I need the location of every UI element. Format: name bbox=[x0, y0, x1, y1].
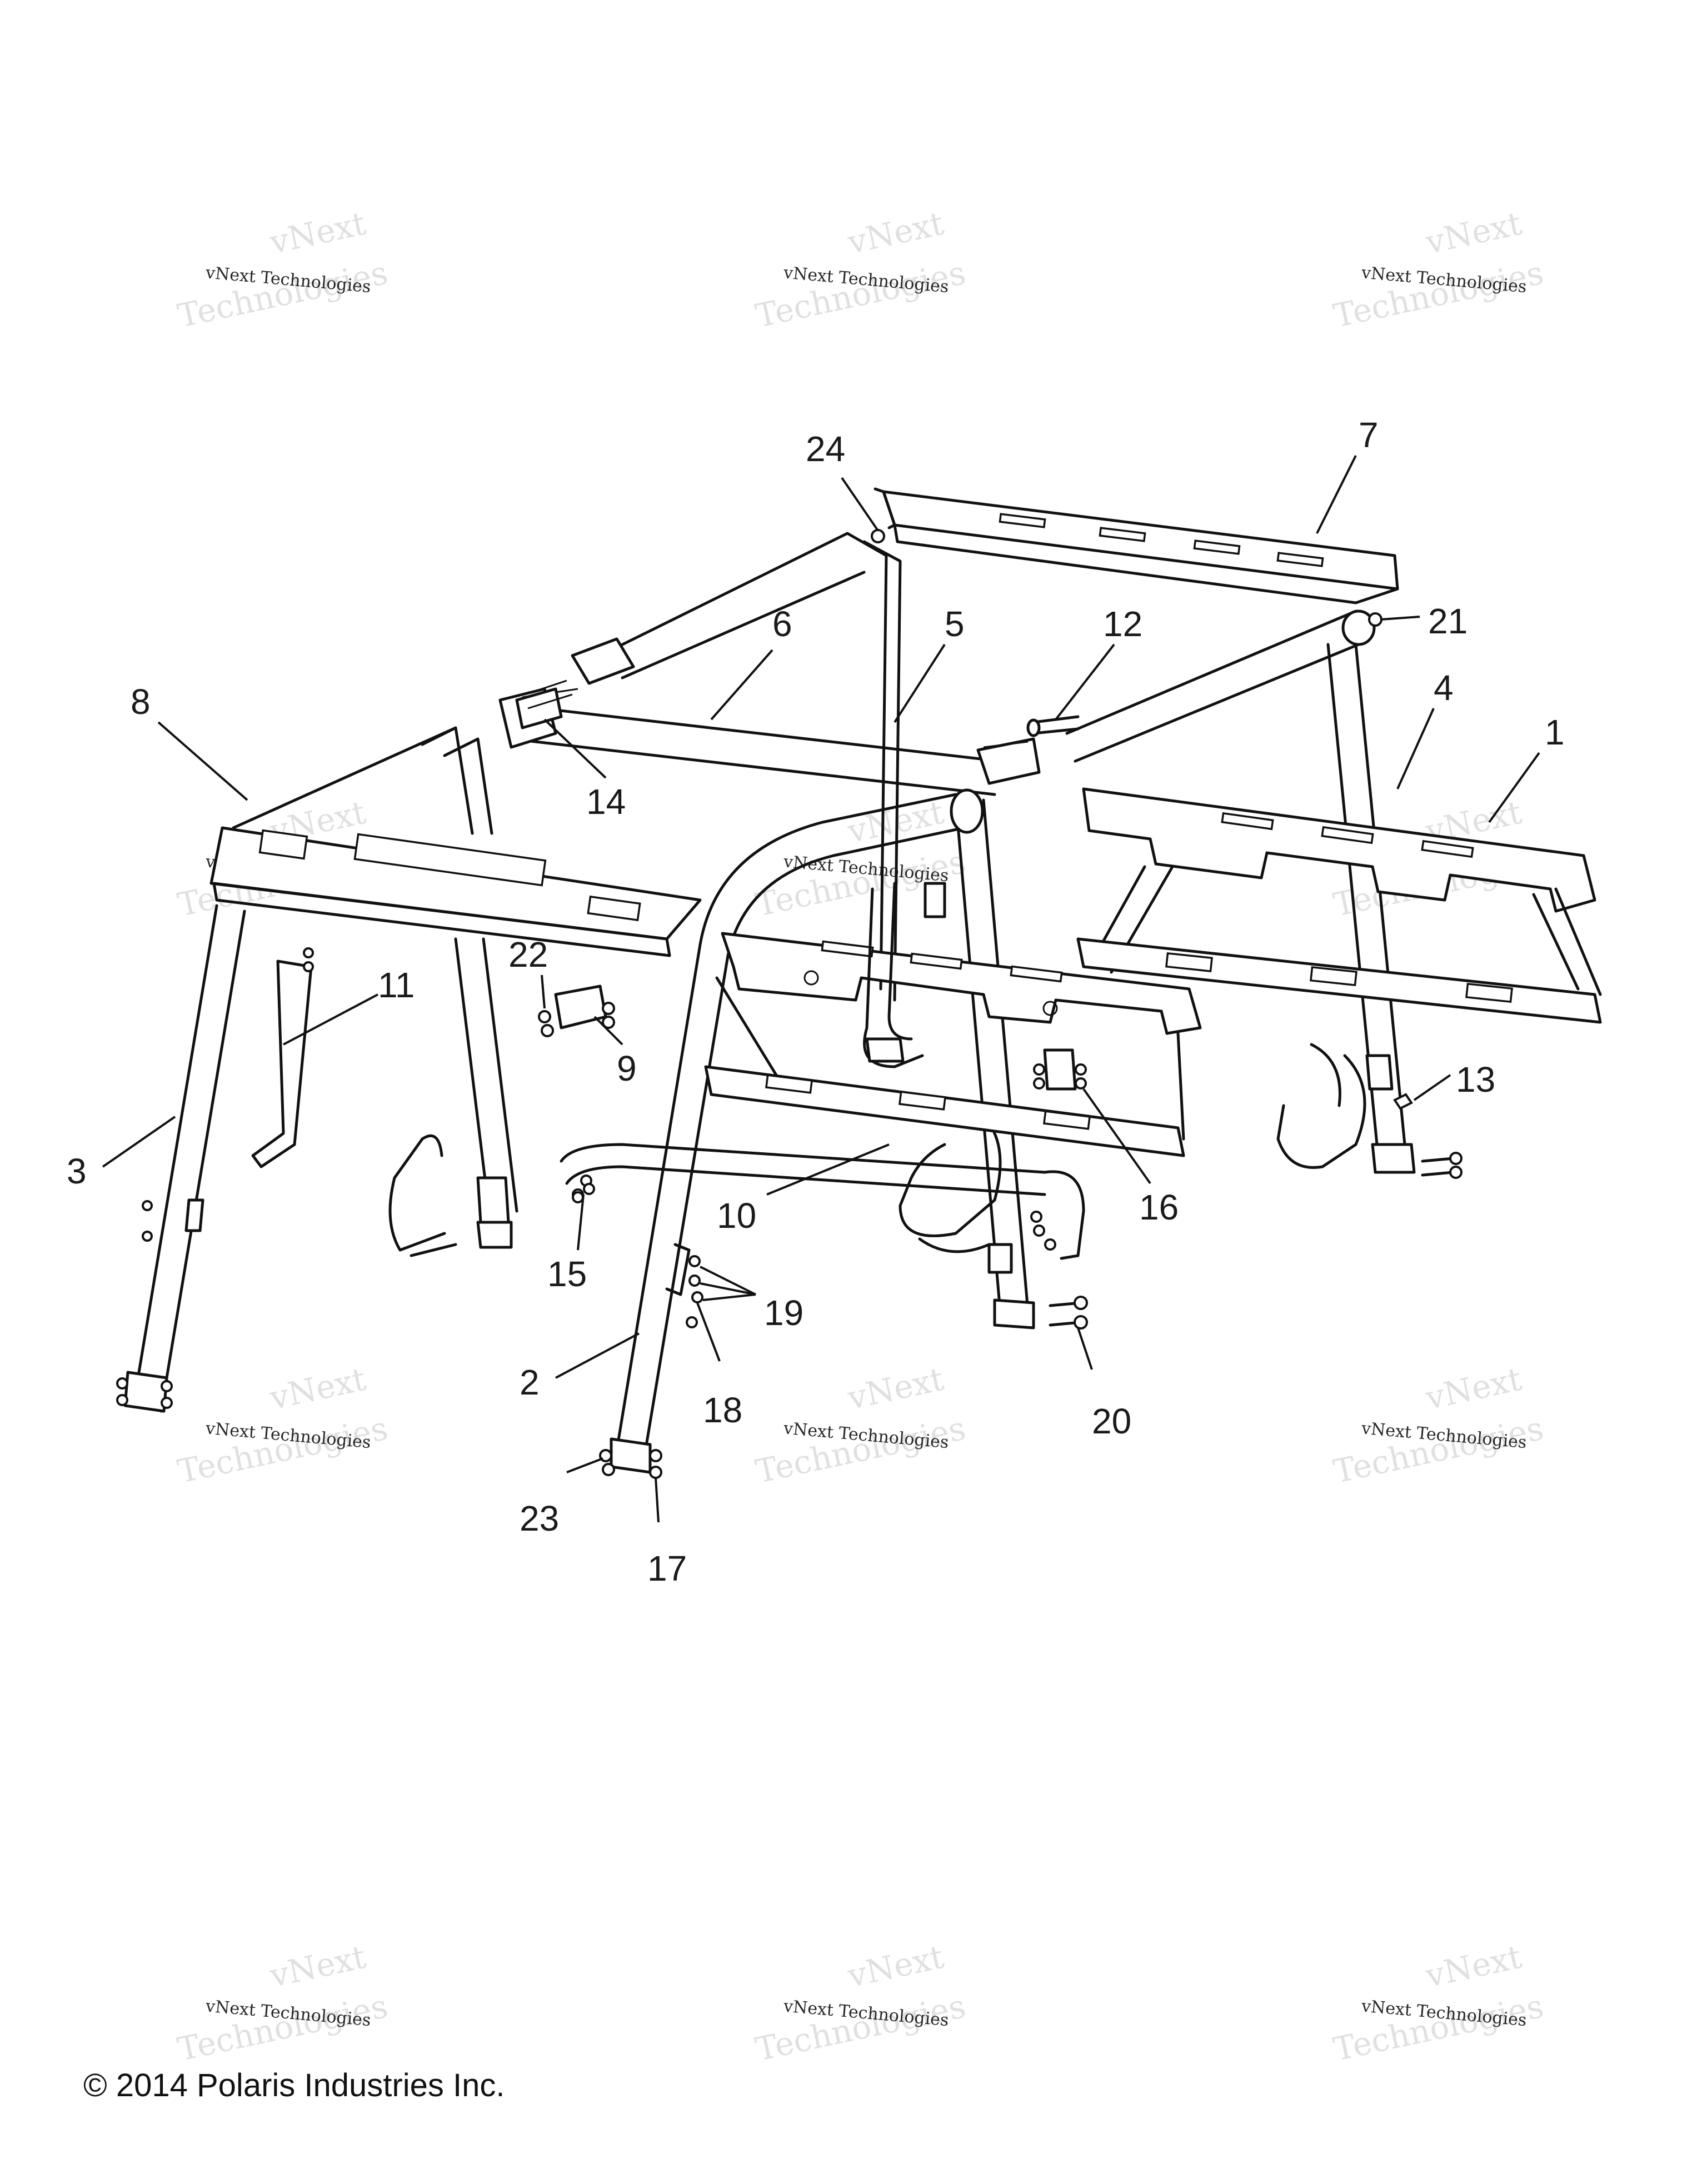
callout-14: 14 bbox=[586, 782, 626, 822]
callout-16: 16 bbox=[1139, 1187, 1179, 1227]
part-4-rear-right-frame bbox=[1065, 609, 1416, 1174]
callout-9: 9 bbox=[617, 1048, 637, 1088]
callout-18: 18 bbox=[703, 1390, 742, 1430]
part-12-pin bbox=[1026, 715, 1080, 737]
callout-12: 12 bbox=[1103, 604, 1142, 644]
callout-2: 2 bbox=[520, 1362, 540, 1402]
part-14-clamp bbox=[515, 679, 573, 729]
watermark-text-large-top: vNext bbox=[1422, 1360, 1525, 1417]
callout-15: 15 bbox=[547, 1254, 587, 1294]
callout-5: 5 bbox=[945, 604, 965, 644]
watermark-text-large-top: vNext bbox=[844, 1938, 947, 1995]
callout-22: 22 bbox=[508, 934, 548, 974]
part-6-cross-tube bbox=[498, 687, 1041, 796]
watermark-text-large-top: vNext bbox=[266, 204, 369, 262]
cab-frame-drawing bbox=[116, 487, 1602, 1479]
callout-19: 19 bbox=[764, 1293, 803, 1333]
callout-1: 1 bbox=[1545, 712, 1565, 752]
part-20-bolts bbox=[1049, 1152, 1463, 1330]
watermark-text-large-top: vNext bbox=[844, 1360, 947, 1417]
part-3-front-left-pillar bbox=[116, 904, 246, 1413]
callout-21: 21 bbox=[1428, 601, 1468, 641]
callout-labels: 1 2 3 4 5 6 7 8 9 10 11 12 13 14 15 16 1… bbox=[67, 415, 1565, 1588]
callout-4: 4 bbox=[1434, 668, 1454, 708]
callout-11: 11 bbox=[378, 965, 415, 1005]
part-13-plug bbox=[1393, 1093, 1413, 1110]
part-7-roof-bracket bbox=[874, 487, 1399, 604]
callout-10: 10 bbox=[717, 1196, 756, 1236]
callout-24: 24 bbox=[806, 429, 845, 469]
callout-13: 13 bbox=[1456, 1059, 1495, 1100]
part-8-front-roof-panel bbox=[209, 726, 702, 957]
watermark-text-large-top: vNext bbox=[266, 1360, 369, 1417]
part-21-nut bbox=[1368, 612, 1382, 627]
watermark-text-large-top: vNext bbox=[266, 1938, 369, 1995]
callout-20: 20 bbox=[1092, 1401, 1131, 1441]
callout-7: 7 bbox=[1359, 415, 1379, 455]
part-9-bracket bbox=[538, 984, 615, 1037]
part-10-center-rail bbox=[560, 932, 1202, 1260]
callout-3: 3 bbox=[67, 1151, 87, 1191]
part-19-screws bbox=[686, 1255, 703, 1328]
left-middle-pillar bbox=[388, 937, 518, 1257]
callout-8: 8 bbox=[131, 682, 151, 722]
copyright-notice: © 2014 Polaris Industries Inc. bbox=[83, 2067, 505, 2103]
part-24-nut bbox=[871, 529, 885, 543]
watermark-text-large-top: vNext bbox=[1422, 1938, 1525, 1995]
part-16-hardware bbox=[1033, 1048, 1087, 1091]
watermark-text-large-top: vNext bbox=[1422, 204, 1525, 262]
inner-rear-loop bbox=[863, 882, 924, 1068]
callout-17: 17 bbox=[647, 1548, 687, 1588]
part-11-grab-handle bbox=[251, 947, 314, 1168]
callout-6: 6 bbox=[772, 604, 792, 644]
part-1-right-side-rail bbox=[1076, 787, 1602, 1024]
callout-23: 23 bbox=[520, 1498, 559, 1538]
part-15-22-nuts bbox=[572, 1183, 595, 1203]
watermark-text-large-top: vNext bbox=[844, 204, 947, 262]
leader-lines bbox=[102, 455, 1540, 1523]
part-5-rear-upright bbox=[571, 532, 902, 1002]
